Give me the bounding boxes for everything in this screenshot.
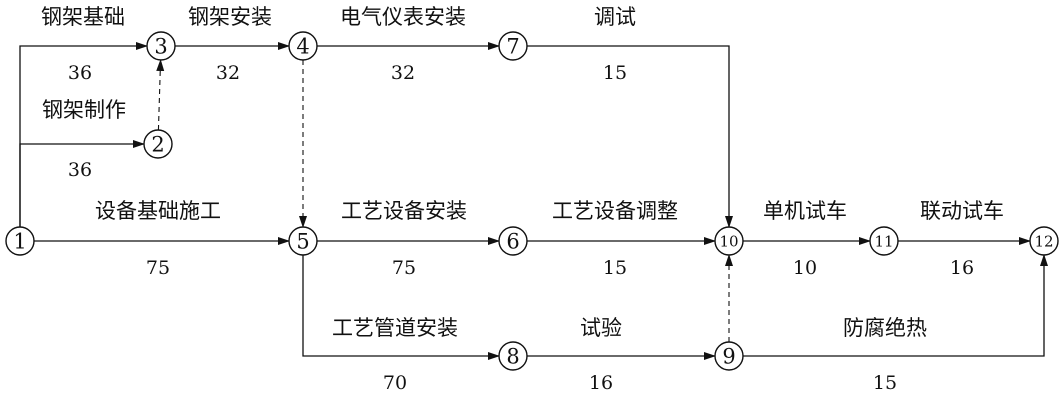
activity-name: 设备基础施工: [95, 199, 221, 223]
activity-duration: 75: [146, 257, 170, 279]
activity-name: 单机试车: [763, 199, 847, 223]
node-circle: [143, 129, 173, 159]
node-number: 5: [296, 230, 309, 254]
activity-name: 试验: [580, 316, 622, 340]
activity-duration: 15: [873, 372, 897, 394]
node-number: 10: [719, 233, 738, 251]
activity-duration: 15: [603, 257, 627, 279]
activity-duration: 70: [383, 372, 407, 394]
activity-duration: 16: [589, 372, 613, 394]
node-circle: [714, 226, 744, 256]
activity-duration: 36: [68, 62, 92, 84]
node-circle: [288, 31, 318, 61]
node-8: 8: [498, 341, 528, 371]
node-9: 9: [714, 341, 744, 371]
activity-name: 工艺设备安装: [341, 199, 467, 223]
node-number: 9: [722, 345, 735, 369]
node-circle: [714, 341, 744, 371]
activity-arrow-5-8: [302, 255, 500, 360]
node-3: 3: [146, 31, 176, 61]
node-circle: [288, 226, 318, 256]
activity-arrow-7-10: [527, 45, 733, 228]
dummy-arrow-2-3: [156, 58, 165, 131]
activity-name: 电气仪表安装: [340, 5, 466, 29]
node-circle: [869, 226, 899, 256]
node-number: 4: [296, 35, 309, 59]
activity-name: 钢架安装: [188, 5, 272, 29]
activity-name: 防腐绝热: [843, 316, 927, 340]
node-6: 6: [498, 226, 528, 256]
node-10: 10: [714, 226, 744, 256]
node-circle: [146, 31, 176, 61]
activity-name: 联动试车: [920, 199, 1004, 223]
node-number: 1: [13, 230, 26, 254]
node-4: 4: [288, 31, 318, 61]
activity-duration: 75: [392, 257, 416, 279]
activity-duration: 10: [793, 257, 817, 279]
activity-duration: 32: [216, 62, 240, 84]
labels-layer: 钢架基础36钢架制作36钢架安装32电气仪表安装32调试15设备基础施工75工艺…: [41, 5, 1004, 394]
node-number: 11: [874, 233, 893, 251]
activity-name: 钢架制作: [42, 98, 126, 122]
node-number: 3: [154, 35, 167, 59]
node-circle: [498, 31, 528, 61]
node-number: 7: [506, 35, 519, 59]
node-11: 11: [869, 226, 899, 256]
activity-arrow-1-2: [19, 140, 145, 227]
activity-duration: 16: [950, 257, 974, 279]
node-number: 12: [1034, 233, 1053, 251]
node-12: 12: [1029, 226, 1059, 256]
edges-layer: [19, 42, 1048, 360]
node-number: 8: [506, 345, 519, 369]
activity-duration: 15: [603, 62, 627, 84]
node-number: 6: [506, 230, 519, 254]
node-5: 5: [288, 226, 318, 256]
activity-duration: 36: [68, 159, 92, 181]
node-7: 7: [498, 31, 528, 61]
node-circle: [498, 341, 528, 371]
node-circle: [1029, 226, 1059, 256]
node-1: 1: [5, 226, 35, 256]
activity-arrow-9-12: [743, 254, 1048, 357]
node-2: 2: [143, 129, 173, 159]
activity-name: 调试: [594, 5, 636, 29]
activity-name: 工艺管道安装: [332, 316, 458, 340]
activity-name: 工艺设备调整: [552, 199, 678, 223]
node-circle: [498, 226, 528, 256]
node-number: 2: [151, 133, 164, 157]
node-circle: [5, 226, 35, 256]
activity-name: 钢架基础: [41, 5, 125, 29]
activity-duration: 32: [391, 62, 415, 84]
